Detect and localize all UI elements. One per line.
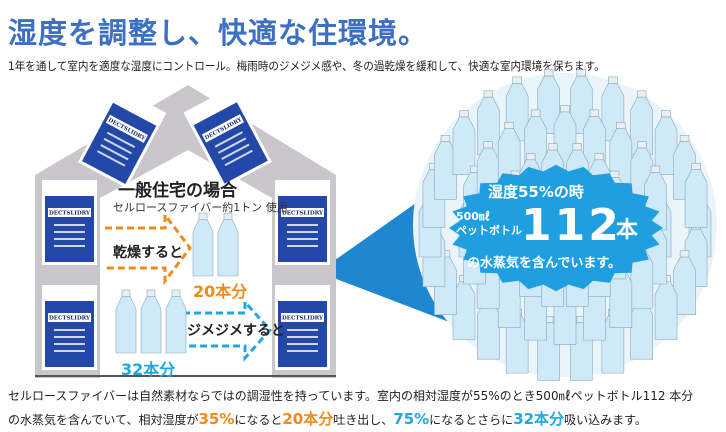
text: 吐き出し、 [333, 413, 394, 427]
wet-arrow [183, 298, 273, 362]
dry-label: 乾燥すると [113, 245, 183, 261]
bottle-icon [537, 69, 561, 135]
bag-brand: DECTSLIDRY [282, 316, 323, 322]
page-title: 湿度を調整し、快適な住環境。 [8, 16, 429, 50]
vapor-text: の水蒸気を含んでいます。 [467, 256, 622, 271]
bottle-type: ペットボトル [456, 224, 522, 237]
insulation-bag: DECTSLIDRY [77, 87, 167, 189]
bottle-count: 112 [521, 200, 622, 251]
small-bottles [115, 212, 239, 354]
bottle-icon [192, 212, 214, 277]
description: セルロースファイバーは自然素材ならではの調湿性を持っています。室内の相対湿度が5… [8, 385, 693, 432]
text: になるとさらに [429, 413, 514, 427]
wet-amount: 32本分 [513, 410, 565, 428]
bottle-icon [630, 90, 653, 156]
bottle-icon [115, 289, 137, 354]
text: の水蒸気を含んでいて、相対湿度が [8, 413, 199, 427]
bag-brand: DECTSLIDRY [282, 211, 323, 217]
humidity-condition: 湿度55%の時 [488, 183, 584, 201]
dry-arrow [105, 210, 192, 286]
subtitle: 1年を通して室内を適度な湿度にコントロール。梅雨時のジメジメ感や、冬の過乾燥を緩… [8, 59, 605, 73]
bottle-icon [434, 134, 457, 200]
insulation-bag: DECTSLIDRY [275, 180, 330, 265]
text: になると [234, 413, 283, 427]
bottle-icon [165, 289, 187, 354]
wet-percent: 75% [393, 410, 430, 428]
dry-amount: 20本分 [282, 410, 334, 428]
bottle-icon [673, 250, 696, 316]
description-line-1: セルロースファイバーは自然素材ならではの調湿性を持っています。室内の相対湿度が5… [8, 389, 694, 403]
insulation-bags: DECTSLIDRYDECTSLIDRYDECTSLIDRYDECTSLIDRY… [42, 86, 330, 370]
insulation-bag: DECTSLIDRY [275, 285, 330, 370]
description-line-2: の水蒸気を含んでいて、相対湿度が35%になると20本分吐き出し、75%になるとさ… [8, 408, 693, 432]
dry-percent: 35% [198, 410, 235, 428]
wet-count: 32本分 [121, 360, 176, 379]
wet-label: ジメジメすると [187, 323, 285, 339]
count-unit: 本 [616, 218, 639, 243]
bottle-icon [217, 212, 239, 277]
starburst [448, 164, 664, 292]
text: 吸い込みます。 [564, 413, 647, 427]
house-title: 一般住宅の場合 [118, 181, 237, 201]
bottle-size: 500㎖ [456, 210, 490, 223]
insulation-bag: DECTSLIDRY [42, 180, 97, 265]
insulation-bag: DECTSLIDRY [42, 285, 97, 370]
bottle-icon [477, 90, 500, 156]
dry-count: 20本分 [193, 282, 248, 301]
bag-brand: DECTSLIDRY [49, 316, 90, 322]
bottle-icon [684, 162, 708, 228]
bottle-icon [140, 289, 162, 354]
house-subtitle: セルロースファイバー約1トン 使用 [113, 201, 288, 214]
bag-brand: DECTSLIDRY [49, 211, 90, 217]
insulation-bag: DECTSLIDRY [183, 86, 272, 188]
